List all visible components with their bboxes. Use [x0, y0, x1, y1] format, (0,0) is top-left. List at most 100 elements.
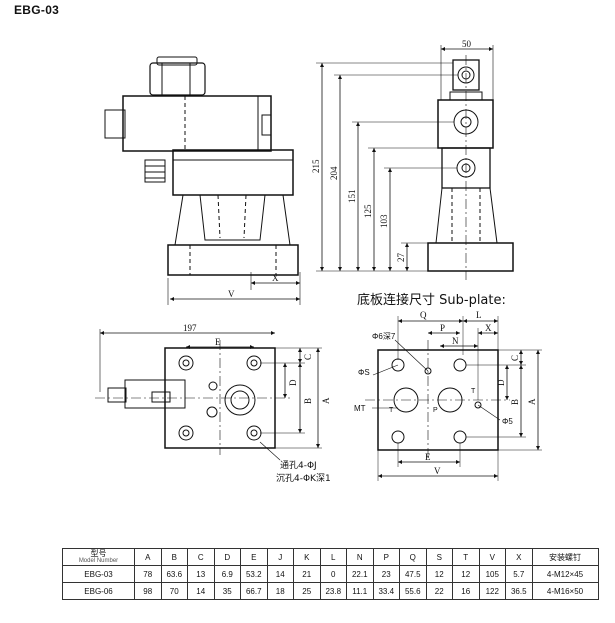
pilot-valve-body — [104, 95, 272, 152]
value-cell: 6.9 — [213, 565, 241, 583]
side-dim-103: 103 — [379, 214, 389, 228]
col-header: Q — [399, 548, 427, 566]
value-cell: 0 — [319, 565, 347, 583]
value-cell: 35 — [213, 582, 241, 600]
side-dim-27: 27 — [396, 253, 406, 263]
solenoid-coil — [149, 56, 206, 96]
col-header: C — [187, 548, 215, 566]
value-cell: 14 — [187, 582, 215, 600]
bolt-cell: 4-M16×50 — [531, 582, 599, 600]
model-cell: EBG-03 — [62, 565, 135, 583]
col-header: P — [372, 548, 400, 566]
side-dim-125: 125 — [363, 204, 373, 218]
value-cell: 22 — [425, 582, 453, 600]
col-header: E — [240, 548, 268, 566]
top-view — [95, 329, 322, 461]
sub-port-p: P — [433, 407, 438, 414]
top-dim-e: E — [215, 337, 221, 347]
value-cell: 11.1 — [346, 582, 374, 600]
drawing-title: EBG-03 — [14, 3, 60, 17]
sub-label-phi5: Φ5 — [502, 417, 513, 426]
side-dim-151: 151 — [347, 190, 357, 204]
col-header: V — [478, 548, 506, 566]
spec-table-header: 型号 Model Number A B C D E J K L N P Q S … — [62, 548, 599, 566]
hole-note-counterbore: 沉孔4-ΦK深1 — [276, 473, 331, 484]
col-header: J — [266, 548, 294, 566]
value-cell: 21 — [293, 565, 321, 583]
front-view — [104, 56, 301, 305]
value-cell: 105 — [478, 565, 506, 583]
col-header: B — [160, 548, 188, 566]
sub-dim-e: E — [425, 452, 431, 462]
model-cell: EBG-06 — [62, 582, 135, 600]
sub-dim-q: Q — [420, 310, 427, 320]
col-header: S — [425, 548, 453, 566]
col-header: D — [213, 548, 241, 566]
value-cell: 14 — [266, 565, 294, 583]
sub-dim-d: D — [496, 379, 506, 386]
table-row: EBG-06 98 70 14 35 66.7 18 25 23.8 11.1 … — [62, 582, 599, 600]
model-header-cell: 型号 Model Number — [62, 548, 135, 566]
table-row: EBG-03 78 63.6 13 6.9 53.2 14 21 0 22.1 … — [62, 565, 599, 583]
col-header: L — [319, 548, 347, 566]
sub-label-phi6: Φ6深7 — [372, 332, 396, 341]
value-cell: 66.7 — [240, 582, 268, 600]
sub-dim-x: X — [485, 323, 492, 333]
value-cell: 16 — [452, 582, 480, 600]
sub-dim-l: L — [476, 310, 482, 320]
value-cell: 55.6 — [399, 582, 427, 600]
value-cell: 23 — [372, 565, 400, 583]
sub-dim-b: B — [510, 399, 520, 405]
main-body — [167, 149, 299, 276]
col-header: A — [134, 548, 162, 566]
technical-drawing: X V 50 215 204 — [95, 39, 542, 484]
subplate-title: 底板连接尺寸 Sub-plate: — [357, 293, 506, 308]
value-cell: 47.5 — [399, 565, 427, 583]
value-cell: 25 — [293, 582, 321, 600]
value-cell: 5.7 — [505, 565, 533, 583]
front-dim-v: V — [228, 289, 235, 299]
sub-label-mt: MT — [354, 404, 366, 413]
sub-dim-v: V — [434, 466, 441, 476]
value-cell: 98 — [134, 582, 162, 600]
value-cell: 23.8 — [319, 582, 347, 600]
value-cell: 33.4 — [372, 582, 400, 600]
value-cell: 22.1 — [346, 565, 374, 583]
value-cell: 122 — [478, 582, 506, 600]
col-header: T — [452, 548, 480, 566]
side-view — [316, 45, 514, 280]
top-dim-d: D — [288, 379, 298, 386]
adjust-screw — [144, 159, 166, 183]
sub-dim-a: A — [527, 398, 537, 405]
sub-dim-n: N — [452, 336, 459, 346]
value-cell: 70 — [160, 582, 188, 600]
sub-label-phis: ΦS — [358, 368, 370, 377]
value-cell: 12 — [425, 565, 453, 583]
top-dim-a: A — [321, 397, 331, 404]
col-header: K — [293, 548, 321, 566]
value-cell: 12 — [452, 565, 480, 583]
value-cell: 78 — [134, 565, 162, 583]
col-header: X — [505, 548, 533, 566]
top-dim-c: C — [303, 354, 313, 360]
value-cell: 36.5 — [505, 582, 533, 600]
hole-note-through: 通孔4-ΦJ — [280, 460, 317, 471]
top-dim-b: B — [303, 398, 313, 404]
bolt-header-cell: 安装螺钉 — [531, 548, 599, 566]
front-dim-x: X — [272, 273, 279, 283]
side-dim-204: 204 — [329, 166, 339, 180]
spec-table-wrap: 型号 Model Number A B C D E J K L N P Q S … — [62, 548, 599, 600]
top-dim-197: 197 — [183, 323, 197, 333]
side-dim-50: 50 — [462, 39, 472, 49]
sub-label-t: T — [471, 388, 476, 395]
bolt-cell: 4-M12×45 — [531, 565, 599, 583]
sub-port-t: T — [389, 407, 394, 414]
value-cell: 13 — [187, 565, 215, 583]
value-cell: 18 — [266, 582, 294, 600]
side-dim-215: 215 — [311, 159, 321, 173]
subplate-view — [365, 316, 542, 481]
sub-dim-p: P — [440, 323, 445, 333]
sub-dim-c: C — [510, 355, 520, 361]
value-cell: 53.2 — [240, 565, 268, 583]
spec-table: 型号 Model Number A B C D E J K L N P Q S … — [62, 548, 599, 600]
